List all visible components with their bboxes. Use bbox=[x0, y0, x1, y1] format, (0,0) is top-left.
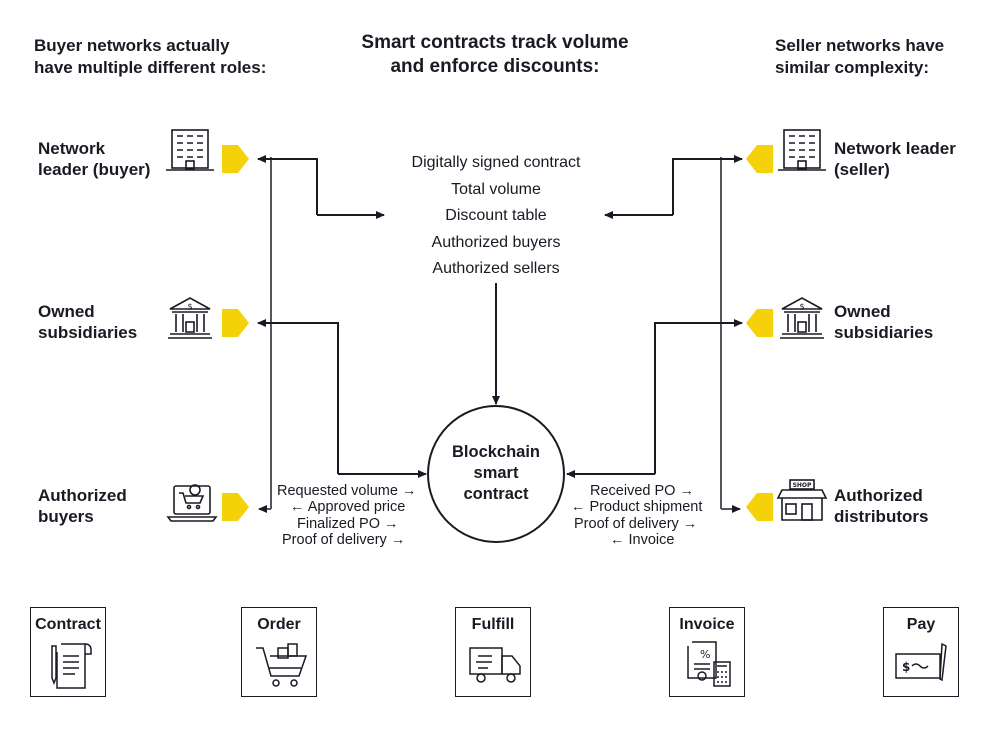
seller-message: ← Product shipment bbox=[571, 499, 703, 515]
role-authorized-distributors: Authorized distributors bbox=[834, 486, 929, 526]
seller-leader-connector bbox=[672, 155, 743, 215]
seller-tag-subsidiary bbox=[746, 309, 773, 337]
step-label: Order bbox=[257, 616, 301, 633]
role-authorized-buyers: Authorized buyers bbox=[38, 486, 127, 526]
invoice-calculator-icon: % bbox=[687, 641, 731, 687]
contract-document-icon bbox=[51, 643, 92, 689]
role-owned-subsidiaries-seller: Owned subsidiaries bbox=[834, 302, 934, 342]
seller-message: ← Invoice bbox=[610, 532, 675, 548]
seller-networks-header: Seller networks have similar complexity: bbox=[775, 36, 945, 77]
check-pen-icon: $ bbox=[895, 642, 947, 682]
step-fulfill: Fulfill bbox=[455, 607, 531, 697]
step-order: Order bbox=[241, 607, 317, 697]
step-invoice: Invoice % bbox=[669, 607, 745, 697]
office-building-icon-seller bbox=[778, 129, 826, 171]
buyer-leader-connector bbox=[257, 155, 318, 215]
svg-text:$: $ bbox=[187, 302, 192, 311]
shopping-cart-icon bbox=[256, 643, 308, 687]
contract-item: Discount table bbox=[445, 207, 547, 225]
seller-tag-distributor bbox=[746, 493, 773, 521]
contract-items-list: Digitally signed contract Total volume D… bbox=[375, 150, 617, 283]
blockchain-smart-contract-label: Blockchain smart contract bbox=[451, 443, 541, 503]
seller-subsidiary-connector bbox=[654, 319, 743, 474]
svg-text:$: $ bbox=[799, 302, 804, 311]
seller-tag-leader bbox=[746, 145, 773, 173]
role-owned-subsidiaries-buyer: Owned subsidiaries bbox=[38, 302, 138, 342]
blockchain-circle bbox=[427, 405, 565, 543]
buyer-message: Requested volume → bbox=[277, 483, 417, 499]
step-pay: Pay $ bbox=[883, 607, 959, 697]
buyer-tag-subsidiary bbox=[222, 309, 249, 337]
contract-item: Authorized sellers bbox=[432, 260, 560, 278]
step-label: Invoice bbox=[679, 616, 735, 633]
step-label: Pay bbox=[906, 616, 936, 633]
buyer-tag-authorized bbox=[222, 493, 249, 521]
svg-text:$: $ bbox=[902, 660, 910, 674]
shop-sign-text: SHOP bbox=[793, 482, 812, 489]
bank-building-icon-seller: $ bbox=[780, 297, 824, 339]
smart-contracts-header: Smart contracts track volume and enforce… bbox=[361, 32, 629, 77]
role-network-leader-seller: Network leader (seller) bbox=[834, 139, 956, 179]
role-network-leader-buyer: Network leader (buyer) bbox=[38, 139, 151, 179]
buyer-subsidiary-connector bbox=[257, 319, 339, 474]
buyer-message: Proof of delivery → bbox=[282, 532, 406, 548]
buyer-tag-leader bbox=[222, 145, 249, 173]
buyer-message: Finalized PO → bbox=[297, 516, 399, 532]
delivery-truck-icon bbox=[469, 647, 521, 683]
laptop-shopping-cart-icon bbox=[166, 484, 218, 522]
svg-text:%: % bbox=[700, 648, 710, 661]
step-label: Fulfill bbox=[471, 616, 515, 633]
contract-item: Digitally signed contract bbox=[411, 154, 581, 171]
step-label: Contract bbox=[35, 616, 101, 633]
buyer-message: ← Approved price bbox=[290, 499, 406, 515]
bank-building-icon: $ bbox=[168, 297, 212, 339]
office-building-icon bbox=[166, 129, 214, 171]
contract-item: Total volume bbox=[451, 180, 541, 198]
contract-item: Authorized buyers bbox=[431, 233, 561, 251]
buyer-networks-header: Buyer networks actually have multiple di… bbox=[34, 36, 267, 77]
seller-message: Received PO → bbox=[590, 483, 694, 499]
shop-storefront-icon bbox=[776, 479, 828, 521]
step-contract: Contract bbox=[30, 607, 106, 697]
seller-message: Proof of delivery → bbox=[574, 516, 698, 532]
